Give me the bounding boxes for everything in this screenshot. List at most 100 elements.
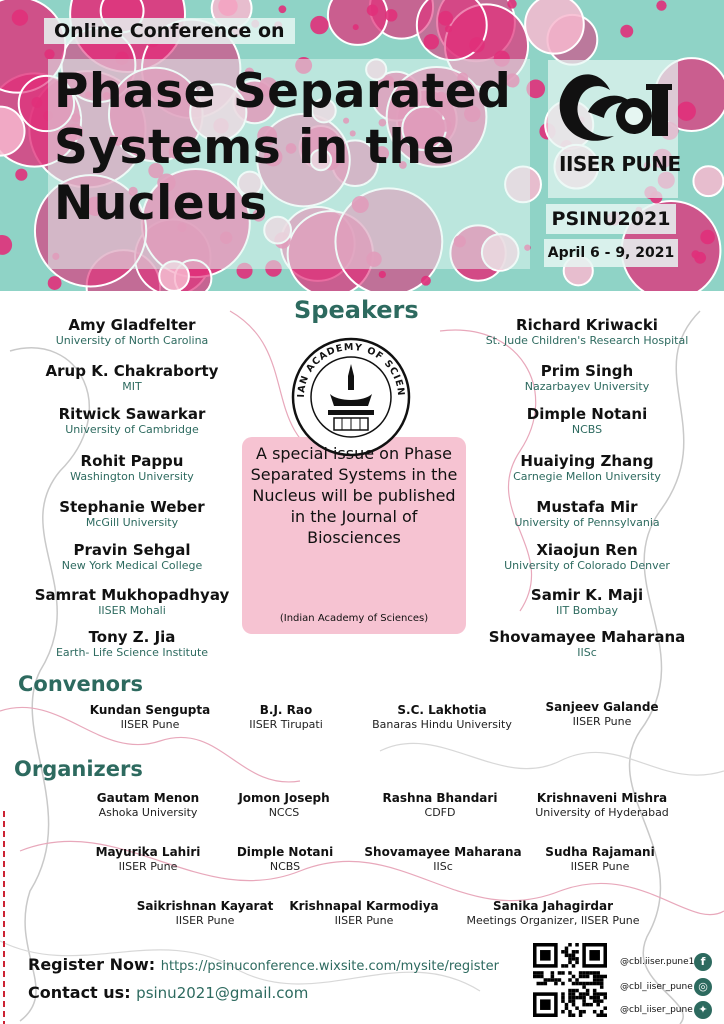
person-name: Xiaojun Ren xyxy=(536,541,638,559)
title-line-3: Nucleus xyxy=(54,176,268,231)
person-affiliation: Washington University xyxy=(70,470,194,483)
person-affiliation: IISER Pune xyxy=(175,914,235,927)
special-issue-text: A special issue on Phase Separated Syste… xyxy=(250,444,458,547)
person-name: Samrat Mukhopadhyay xyxy=(34,586,230,604)
social-handle[interactable]: @cbl.iiser.pune1 xyxy=(620,957,695,967)
twitter-icon[interactable]: ✦ xyxy=(694,1001,712,1019)
poster-header: Online Conference on Phase Separated Sys… xyxy=(0,0,724,291)
person-affiliation: IIT Bombay xyxy=(556,604,618,617)
facebook-icon[interactable]: f xyxy=(694,953,712,971)
person-affiliation: University of Colorado Denver xyxy=(504,559,670,572)
title-line-1: Phase Separated xyxy=(54,64,512,119)
person-affiliation: McGill University xyxy=(85,516,179,529)
convenors-heading: Convenors xyxy=(18,672,143,696)
person-affiliation: IISER Pune xyxy=(120,718,180,731)
person-affiliation: University of Pennsylvania xyxy=(514,516,660,529)
person-affiliation: New York Medical College xyxy=(61,559,203,572)
person-name: Richard Kriwacki xyxy=(516,316,658,334)
person-affiliation: NCBS xyxy=(269,860,301,873)
person-affiliation: IISc xyxy=(433,860,453,873)
person-affiliation: IISER Pune xyxy=(570,860,630,873)
person-name: B.J. Rao xyxy=(259,703,313,717)
institute-name: IISER PUNE xyxy=(559,152,681,176)
person-affiliation: University of Hyderabad xyxy=(535,806,669,819)
person-name: Saikrishnan Kayarat xyxy=(136,899,274,913)
person-affiliation: Banaras Hindu University xyxy=(372,718,512,731)
contact-email[interactable]: psinu2021@gmail.com xyxy=(136,984,309,1002)
person-affiliation: IISER Tirupati xyxy=(249,718,323,731)
organizers-heading: Organizers xyxy=(14,757,143,781)
person-name: Rashna Bhandari xyxy=(382,791,498,805)
person-name: S.C. Lakhotia xyxy=(397,703,487,717)
register-link[interactable]: https://psinuconference.wixsite.com/mysi… xyxy=(160,959,499,974)
person-affiliation: IISER Pune xyxy=(334,914,394,927)
person-affiliation: Ashoka University xyxy=(98,806,198,819)
person-name: Sudha Rajamani xyxy=(545,845,655,859)
conference-code: PSINU2021 xyxy=(546,204,676,234)
contact-line: Contact us: psinu2021@gmail.com xyxy=(28,983,308,1002)
title-line-2: Systems in the xyxy=(54,120,455,175)
person-affiliation: IISER Pune xyxy=(118,860,178,873)
special-issue-publisher: (Indian Academy of Sciences) xyxy=(279,613,429,624)
person-name: Shovamayee Maharana xyxy=(364,845,522,859)
qr-code[interactable] xyxy=(533,943,607,1017)
person-affiliation: Meetings Organizer, IISER Pune xyxy=(466,914,640,927)
person-affiliation: IISc xyxy=(577,646,597,659)
person-affiliation: Nazarbayev University xyxy=(524,380,650,393)
person-name: Shovamayee Maharana xyxy=(488,628,686,646)
person-name: Mustafa Mir xyxy=(536,498,638,516)
contact-label: Contact us: xyxy=(28,983,131,1002)
social-handle[interactable]: @cbl_iiser_pune xyxy=(620,1005,693,1015)
person-name: Mayurika Lahiri xyxy=(95,845,201,859)
person-name: Ritwick Sawarkar xyxy=(58,405,206,423)
person-affiliation: NCBS xyxy=(571,423,603,436)
special-issue-box xyxy=(242,437,466,634)
person-affiliation: University of North Carolina xyxy=(55,334,209,347)
person-name: Jomon Joseph xyxy=(238,791,330,805)
online-conference-label: Online Conference on xyxy=(44,18,295,44)
person-name: Krishnapal Karmodiya xyxy=(289,899,439,913)
person-affiliation: University of Cambridge xyxy=(65,423,199,436)
person-name: Dimple Notani xyxy=(526,405,648,423)
instagram-icon[interactable]: ◎ xyxy=(694,978,712,996)
register-label: Register Now: xyxy=(28,955,156,974)
person-affiliation: Carnegie Mellon University xyxy=(513,470,661,483)
person-name: Amy Gladfelter xyxy=(68,316,196,334)
person-affiliation: St. Jude Children's Research Hospital xyxy=(485,334,689,347)
person-name: Tony Z. Jia xyxy=(88,628,176,646)
person-name: Gautam Menon xyxy=(96,791,200,805)
person-affiliation: MIT xyxy=(122,380,142,393)
social-handle[interactable]: @cbl_iiser_pune xyxy=(620,982,693,992)
person-name: Prim Singh xyxy=(540,362,634,380)
person-name: Arup K. Chakraborty xyxy=(45,362,219,380)
person-name: Rohit Pappu xyxy=(80,452,184,470)
person-name: Samir K. Maji xyxy=(530,586,644,604)
person-name: Sanjeev Galande xyxy=(545,700,659,714)
